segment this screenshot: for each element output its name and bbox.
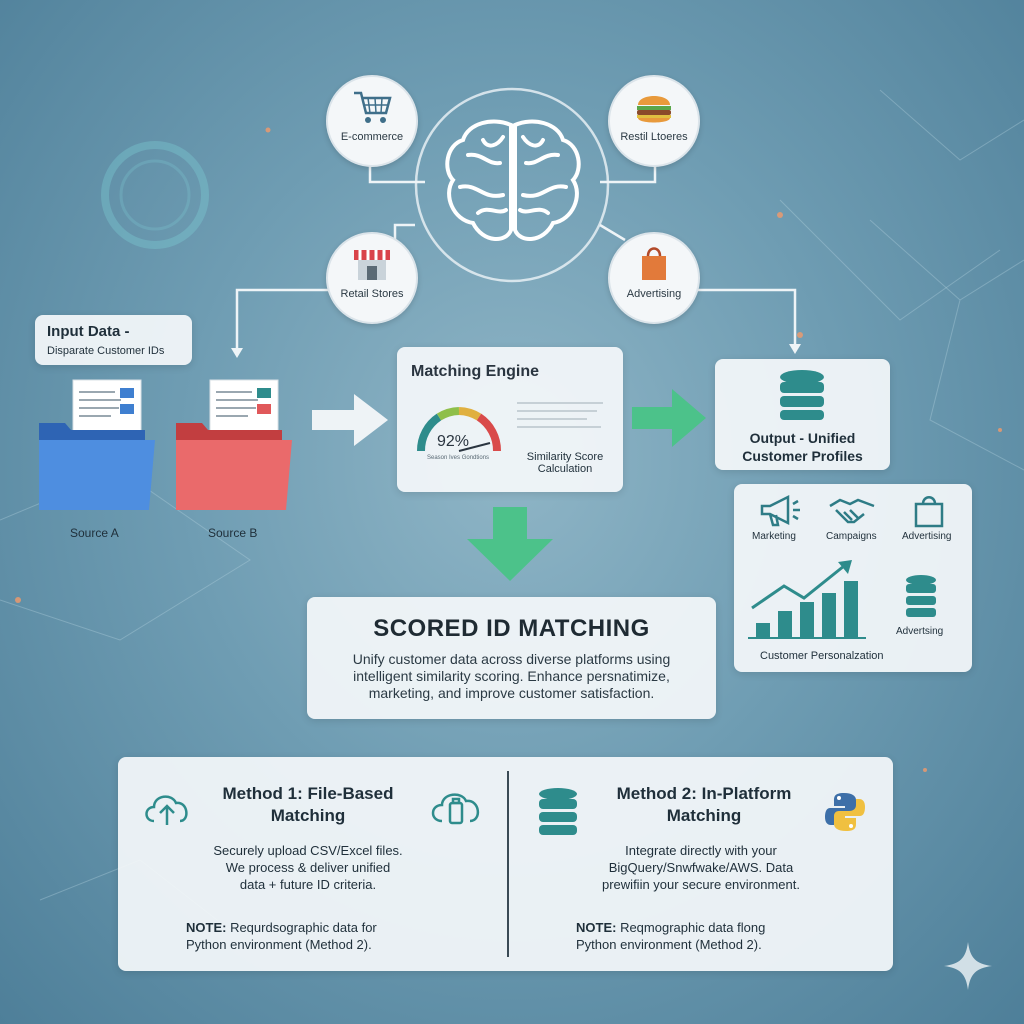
- growth-chart-icon: [748, 560, 866, 639]
- method-2-body: Integrate directly with your BigQuery/Sn…: [602, 843, 800, 892]
- scored-body: Unify customer data across diverse platf…: [352, 651, 671, 701]
- source-b-label: Source B: [208, 526, 258, 540]
- output-title: Output - Unified Customer Profiles: [742, 430, 863, 464]
- folder-source-b-icon: [176, 379, 292, 510]
- output-details-box: Marketing Campaigns Advertising Customer…: [734, 484, 972, 672]
- methods-divider: [507, 771, 509, 957]
- brain-icon: [445, 119, 581, 241]
- method-1-title: Method 1: File-Based Matching: [222, 784, 394, 825]
- cloud-upload-icon: [145, 795, 188, 825]
- method-1-note-text: Requrdsographic data for Python environm…: [186, 920, 377, 952]
- method-1-body: Securely upload CSV/Excel files. We proc…: [213, 843, 403, 892]
- shopping-bag-outline-icon: [914, 496, 944, 528]
- gauge-value: 92%: [437, 433, 470, 450]
- chart-caption: Customer Personalzation: [760, 650, 884, 662]
- scored-title: SCORED ID MATCHING: [373, 615, 650, 642]
- python-icon: [825, 793, 865, 831]
- node-restaurants: Restil Ltoeres: [608, 75, 700, 167]
- node-ecommerce-label: E-commerce: [340, 131, 404, 143]
- input-data-box: Input Data - Disparate Customer IDs: [35, 315, 192, 365]
- db-caption: Advertsing: [896, 626, 944, 637]
- matching-engine-box: Matching Engine 92% Season Ives Gondtion…: [397, 347, 623, 492]
- method-2-note-label: NOTE:: [576, 920, 617, 935]
- arrow-right-icon: [312, 394, 388, 446]
- source-a-label: Source A: [70, 526, 119, 540]
- output-item-advertising: Advertising: [902, 531, 952, 542]
- method-1-note: NOTE: Requrdsographic data for Python en…: [186, 919, 486, 953]
- megaphone-icon: [760, 494, 800, 527]
- server-icon: [906, 575, 936, 617]
- methods-box: Method 1: File-Based Matching Securely u…: [118, 757, 893, 971]
- cloud-usb-icon: [431, 793, 479, 825]
- method-2-note-text: Reqmographic data flong Python environme…: [576, 920, 766, 952]
- scored-id-box: SCORED ID MATCHING Unify customer data a…: [307, 597, 716, 719]
- arrow-right-green-icon: [632, 389, 706, 447]
- input-subtitle: Disparate Customer IDs: [47, 345, 165, 357]
- gauge-caption: Season Ives Gondtions: [427, 455, 490, 461]
- method-2-note: NOTE: Reqmographic data flong Python env…: [576, 919, 876, 953]
- shopping-bag-icon: [642, 247, 666, 280]
- input-title: Input Data -: [47, 323, 130, 340]
- output-item-campaigns: Campaigns: [826, 531, 877, 542]
- output-item-marketing: Marketing: [752, 531, 796, 542]
- output-profiles-box: Output - Unified Customer Profiles: [715, 359, 890, 470]
- method-1-note-label: NOTE:: [186, 920, 227, 935]
- folder-source-a-icon: [39, 379, 155, 510]
- text-lines-icon: [517, 402, 603, 428]
- node-advertising: Advertising: [608, 232, 700, 324]
- similarity-gauge: [416, 407, 502, 452]
- node-advertising-label: Advertising: [626, 288, 682, 300]
- handshake-icon: [829, 498, 875, 524]
- node-retail-stores: Retail Stores: [326, 232, 418, 324]
- database-icon: [780, 370, 824, 420]
- engine-label: Similarity Score Calculation: [526, 451, 604, 475]
- burger-icon: [637, 96, 671, 123]
- storefront-icon: [354, 250, 390, 280]
- node-restaurants-label: Restil Ltoeres: [620, 131, 688, 143]
- node-retail-stores-label: Retail Stores: [340, 288, 404, 300]
- engine-title: Matching Engine: [411, 363, 539, 380]
- node-ecommerce: E-commerce: [326, 75, 418, 167]
- arrow-down-green-icon: [467, 507, 553, 581]
- shopping-cart-icon: [354, 91, 392, 123]
- sparkle-icon: [944, 942, 992, 990]
- method-2-title: Method 2: In-Platform Matching: [616, 784, 792, 825]
- database-stack-icon: [539, 788, 577, 835]
